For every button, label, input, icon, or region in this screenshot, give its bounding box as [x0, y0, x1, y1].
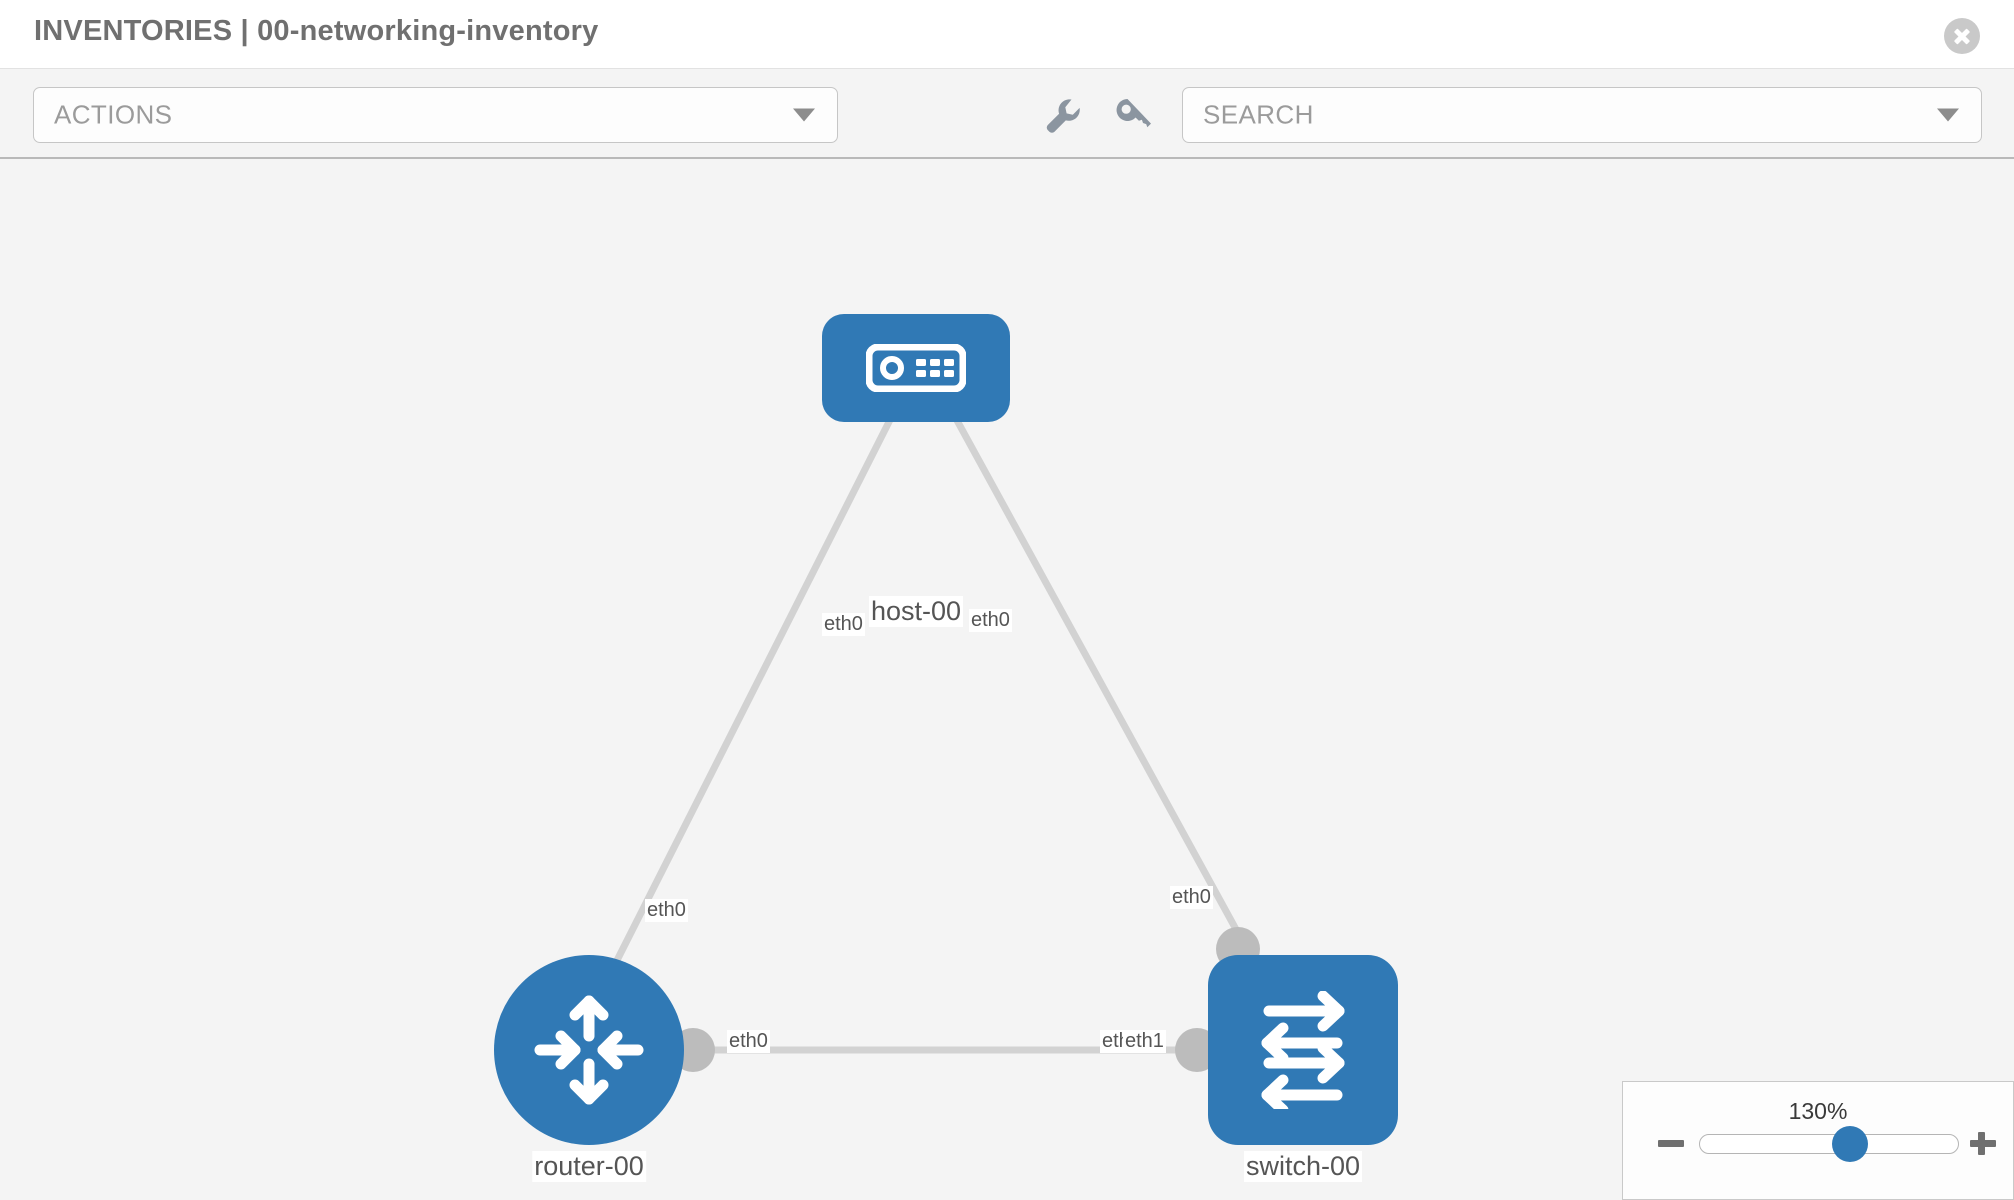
zoom-slider-track[interactable]: [1699, 1126, 1959, 1162]
chevron-down-icon: [793, 108, 815, 122]
zoom-out-button[interactable]: [1656, 1129, 1686, 1159]
iface-label-host-eth0-right: eth0: [969, 609, 1012, 632]
toolbar: ACTIONS SEARCH: [0, 68, 2014, 159]
zoom-in-button[interactable]: [1968, 1129, 1998, 1159]
topology-canvas[interactable]: host-00 router-00: [0, 159, 2014, 1200]
iface-label-router-eth0-side: eth0: [727, 1030, 770, 1053]
router-icon: [534, 995, 644, 1105]
link-lines: [596, 402, 1259, 1054]
zoom-level-value: 130%: [1788, 1098, 1848, 1124]
iface-label-host-eth0-left: eth0: [822, 613, 865, 636]
node-switch-00[interactable]: [1208, 955, 1398, 1145]
search-placeholder: SEARCH: [1203, 99, 1314, 130]
node-host-00[interactable]: [822, 314, 1010, 422]
key-icon[interactable]: [1110, 93, 1154, 137]
iface-label-switch-eth1-side: eth1: [1123, 1030, 1166, 1053]
iface-label-router-eth0-up: eth0: [645, 899, 688, 922]
zoom-control-panel: 130%: [1622, 1081, 2014, 1200]
server-icon: [866, 344, 966, 392]
link-host-router[interactable]: [596, 402, 902, 996]
link-connectors: [671, 365, 1260, 1072]
node-label-switch-00: switch-00: [1243, 1151, 1363, 1182]
close-icon[interactable]: [1944, 18, 1980, 54]
iface-label-switch-eth0-up: eth0: [1170, 886, 1213, 909]
topology-links-layer: [596, 365, 1260, 1072]
node-label-host-00: host-00: [868, 596, 964, 627]
zoom-slider-thumb[interactable]: [1832, 1126, 1868, 1162]
node-label-router-00: router-00: [532, 1151, 646, 1182]
search-input[interactable]: SEARCH: [1182, 87, 1982, 143]
link-host-switch[interactable]: [944, 402, 1259, 966]
page-title: INVENTORIES | 00-networking-inventory: [34, 15, 599, 47]
switch-icon: [1261, 991, 1345, 1109]
node-router-00[interactable]: [494, 955, 684, 1145]
chevron-down-icon: [1937, 108, 1959, 122]
actions-dropdown-label: ACTIONS: [54, 99, 173, 130]
wrench-icon[interactable]: [1040, 93, 1084, 137]
page-header: INVENTORIES | 00-networking-inventory: [0, 0, 2014, 68]
actions-dropdown[interactable]: ACTIONS: [33, 87, 838, 143]
